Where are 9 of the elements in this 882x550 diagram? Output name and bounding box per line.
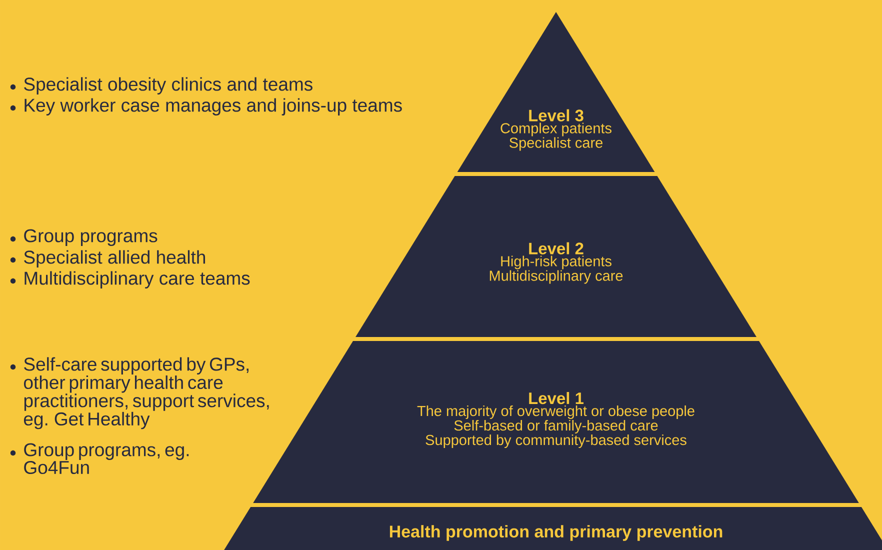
bullet-item: Group programs [24, 229, 158, 246]
pyramid-level: Level 3 Complex patients Specialist care [457, 12, 655, 172]
bullet-item: Specialist allied health [24, 250, 206, 268]
pyramid-level: Health promotion and primary prevention [218, 507, 882, 550]
bullet-item: Key worker case manages and joins-up teams [24, 98, 402, 116]
bullet-item: Group programs, eg. Go4Fun [24, 443, 189, 474]
pyramid-level: Level 2 High-risk patients Multidisciplinary care [356, 176, 756, 337]
bullet-item: Specialist obesity clinics and teams [24, 77, 312, 94]
bullet-item: Multidisciplinary care teams [24, 271, 250, 288]
